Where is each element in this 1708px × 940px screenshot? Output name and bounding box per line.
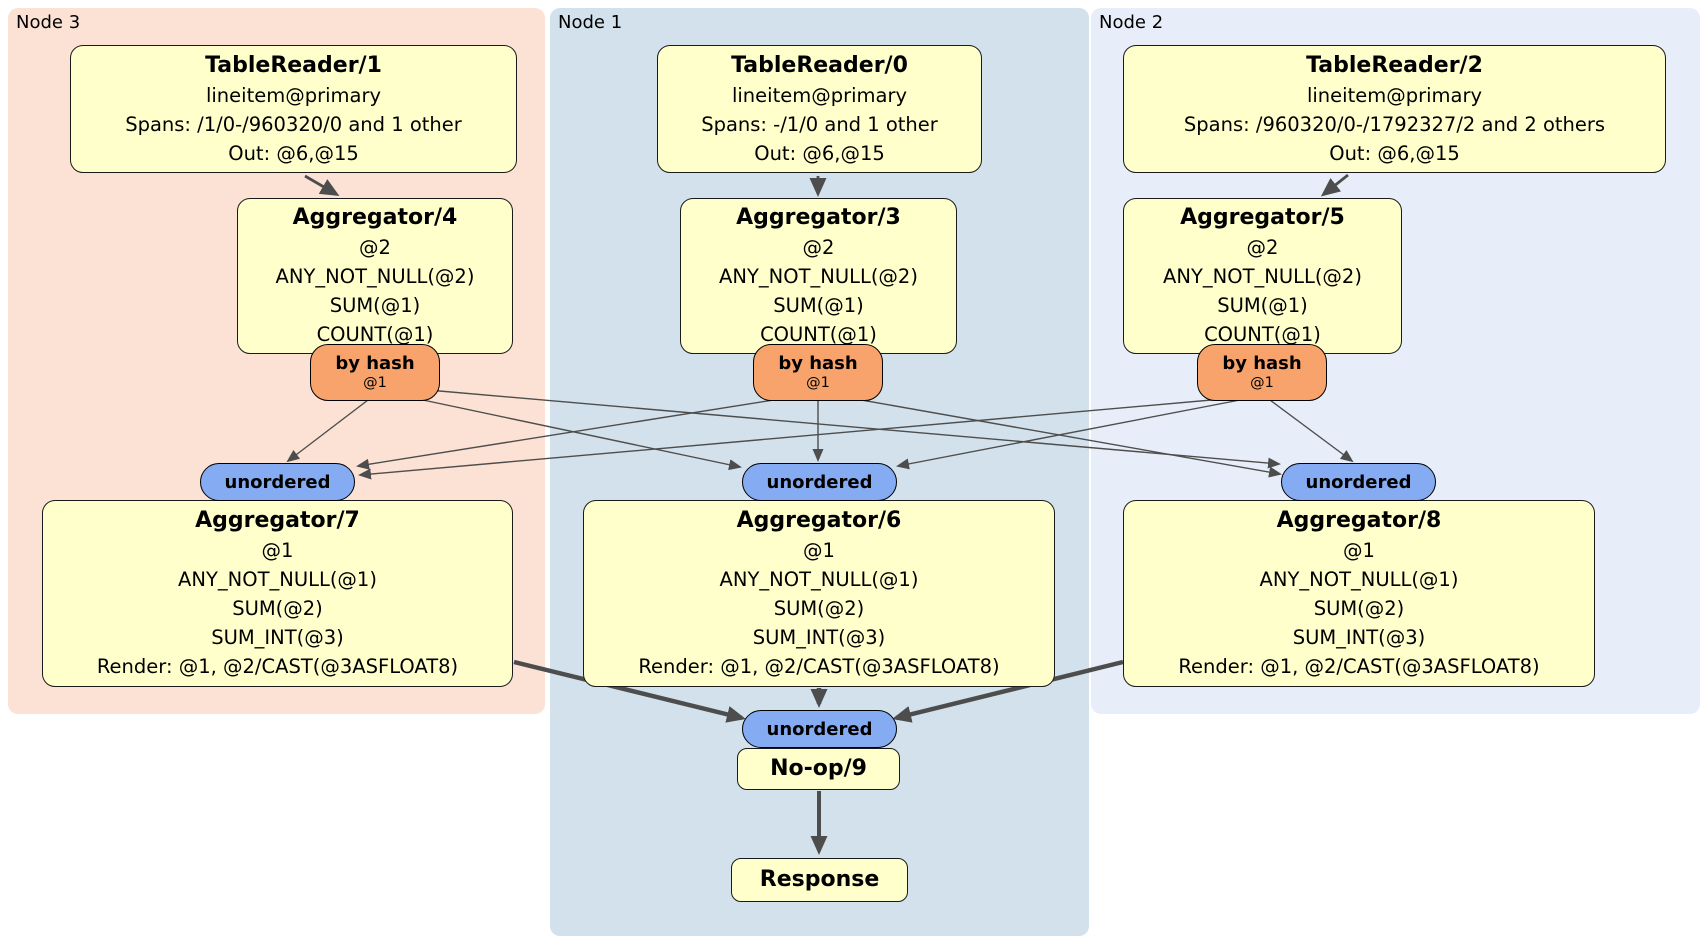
processor-aggregator-3: Aggregator/3 @2 ANY_NOT_NULL(@2) SUM(@1)… bbox=[680, 198, 957, 354]
processor-detail: Out: @6,@15 bbox=[1329, 141, 1460, 165]
processor-detail: lineitem@primary bbox=[1306, 83, 1483, 107]
processor-detail: SUM_INT(@3) bbox=[211, 626, 344, 649]
processor-detail: SUM(@1) bbox=[1217, 294, 1308, 317]
router-label: by hash bbox=[778, 353, 858, 374]
processor-detail: Spans: -/1/0 and 1 other bbox=[701, 112, 938, 136]
processor-detail: lineitem@primary bbox=[205, 83, 382, 107]
processor-tablereader-0: TableReader/0 lineitem@primary Spans: -/… bbox=[657, 45, 982, 173]
processor-title: Aggregator/8 bbox=[1276, 508, 1442, 533]
processor-detail: SUM(@1) bbox=[329, 294, 421, 317]
processor-detail: Out: @6,@15 bbox=[754, 141, 885, 165]
processor-detail: Out: @6,@15 bbox=[228, 141, 359, 165]
processor-detail: COUNT(@1) bbox=[316, 323, 434, 346]
router-by-hash-3: by hash @1 bbox=[753, 344, 883, 401]
processor-detail: ANY_NOT_NULL(@2) bbox=[275, 265, 475, 288]
sync-unordered-node3: unordered bbox=[200, 463, 355, 501]
processor-detail: @1 bbox=[1343, 539, 1375, 562]
region-label-node-2: Node 2 bbox=[1099, 12, 1164, 33]
router-detail: @1 bbox=[363, 375, 387, 391]
processor-detail: Spans: /960320/0-/1792327/2 and 2 others bbox=[1183, 112, 1606, 136]
processor-aggregator-5: Aggregator/5 @2 ANY_NOT_NULL(@2) SUM(@1)… bbox=[1123, 198, 1402, 354]
processor-detail: @1 bbox=[261, 539, 294, 562]
processor-title: Aggregator/6 bbox=[736, 508, 902, 533]
processor-title: Aggregator/4 bbox=[292, 205, 458, 230]
processor-detail: SUM_INT(@3) bbox=[1292, 626, 1426, 649]
processor-detail: @2 bbox=[802, 236, 835, 259]
processor-detail: ANY_NOT_NULL(@1) bbox=[1259, 568, 1459, 591]
processor-noop-9: No-op/9 bbox=[737, 748, 900, 790]
processor-detail: @2 bbox=[1246, 236, 1279, 259]
sync-unordered-node1: unordered bbox=[742, 463, 897, 501]
processor-title: TableReader/1 bbox=[205, 52, 382, 78]
processor-detail: Render: @1, @2/CAST(@3ASFLOAT8) bbox=[1178, 655, 1540, 678]
processor-detail: Spans: /1/0-/960320/0 and 1 other bbox=[125, 112, 462, 136]
processor-aggregator-7: Aggregator/7 @1 ANY_NOT_NULL(@1) SUM(@2)… bbox=[42, 500, 513, 687]
processor-detail: Render: @1, @2/CAST(@3ASFLOAT8) bbox=[96, 655, 459, 678]
router-by-hash-5: by hash @1 bbox=[1197, 344, 1327, 401]
router-detail: @1 bbox=[1250, 375, 1274, 391]
region-label-node-3: Node 3 bbox=[16, 12, 81, 33]
processor-detail: Render: @1, @2/CAST(@3ASFLOAT8) bbox=[638, 655, 1000, 678]
processor-detail: SUM(@2) bbox=[1313, 597, 1405, 620]
processor-detail: ANY_NOT_NULL(@1) bbox=[719, 568, 919, 591]
processor-detail: COUNT(@1) bbox=[760, 323, 877, 346]
processor-title: Aggregator/5 bbox=[1180, 205, 1345, 230]
processor-detail: COUNT(@1) bbox=[1204, 323, 1321, 346]
region-label-node-1: Node 1 bbox=[558, 12, 623, 33]
router-by-hash-4: by hash @1 bbox=[310, 344, 440, 401]
processor-detail: SUM(@2) bbox=[773, 597, 865, 620]
router-label: by hash bbox=[1222, 353, 1302, 374]
processor-tablereader-2: TableReader/2 lineitem@primary Spans: /9… bbox=[1123, 45, 1666, 173]
processor-detail: SUM(@1) bbox=[773, 294, 864, 317]
processor-detail: ANY_NOT_NULL(@2) bbox=[719, 265, 918, 288]
processor-title: Aggregator/3 bbox=[736, 205, 901, 230]
sync-unordered-final: unordered bbox=[742, 710, 897, 748]
router-detail: @1 bbox=[806, 375, 830, 391]
processor-title: Aggregator/7 bbox=[195, 508, 360, 533]
processor-title: TableReader/0 bbox=[731, 52, 908, 78]
processor-aggregator-6: Aggregator/6 @1 ANY_NOT_NULL(@1) SUM(@2)… bbox=[583, 500, 1055, 687]
processor-aggregator-8: Aggregator/8 @1 ANY_NOT_NULL(@1) SUM(@2)… bbox=[1123, 500, 1595, 687]
processor-detail: lineitem@primary bbox=[731, 83, 908, 107]
processor-title: Response bbox=[759, 867, 880, 892]
processor-title: No-op/9 bbox=[770, 756, 867, 781]
processor-detail: ANY_NOT_NULL(@1) bbox=[178, 568, 377, 591]
processor-detail: SUM(@2) bbox=[232, 597, 323, 620]
processor-response: Response bbox=[731, 858, 908, 902]
processor-detail: ANY_NOT_NULL(@2) bbox=[1163, 265, 1362, 288]
processor-tablereader-1: TableReader/1 lineitem@primary Spans: /1… bbox=[70, 45, 517, 173]
processor-aggregator-4: Aggregator/4 @2 ANY_NOT_NULL(@2) SUM(@1)… bbox=[237, 198, 513, 354]
processor-detail: @1 bbox=[803, 539, 835, 562]
processor-detail: SUM_INT(@3) bbox=[752, 626, 886, 649]
processor-detail: @2 bbox=[359, 236, 391, 259]
processor-title: TableReader/2 bbox=[1306, 52, 1483, 78]
sync-unordered-node2: unordered bbox=[1281, 463, 1436, 501]
router-label: by hash bbox=[335, 353, 415, 374]
